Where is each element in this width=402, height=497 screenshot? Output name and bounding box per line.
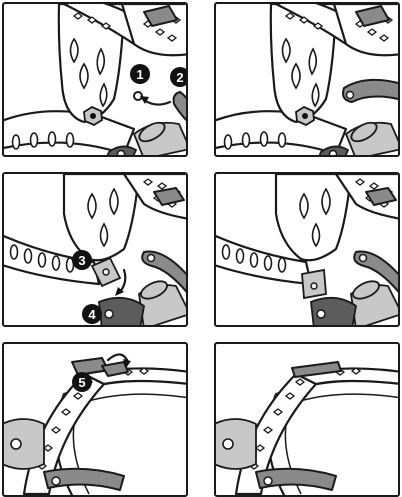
step-panel-4 bbox=[214, 172, 400, 327]
step-panel-5: 5 bbox=[2, 342, 188, 497]
step-panel-3: 3 4 bbox=[2, 172, 188, 327]
step-marker-1: 1 bbox=[136, 67, 143, 82]
strap-attach-illustration-6 bbox=[216, 344, 400, 497]
step-panel-1: 1 2 bbox=[2, 2, 188, 157]
strap-attach-illustration-2 bbox=[216, 4, 400, 157]
step-panel-2 bbox=[214, 2, 400, 157]
strap-attach-illustration-4 bbox=[216, 174, 400, 327]
strap-attach-illustration-1: 1 2 bbox=[4, 4, 188, 157]
step-marker-4: 4 bbox=[88, 307, 96, 322]
step-marker-2: 2 bbox=[176, 70, 183, 85]
step-marker-3: 3 bbox=[78, 253, 85, 268]
strap-attach-illustration-5: 5 bbox=[4, 344, 188, 497]
step-panel-6 bbox=[214, 342, 400, 497]
step-marker-5: 5 bbox=[78, 375, 85, 390]
strap-attach-illustration-3: 3 4 bbox=[4, 174, 188, 327]
